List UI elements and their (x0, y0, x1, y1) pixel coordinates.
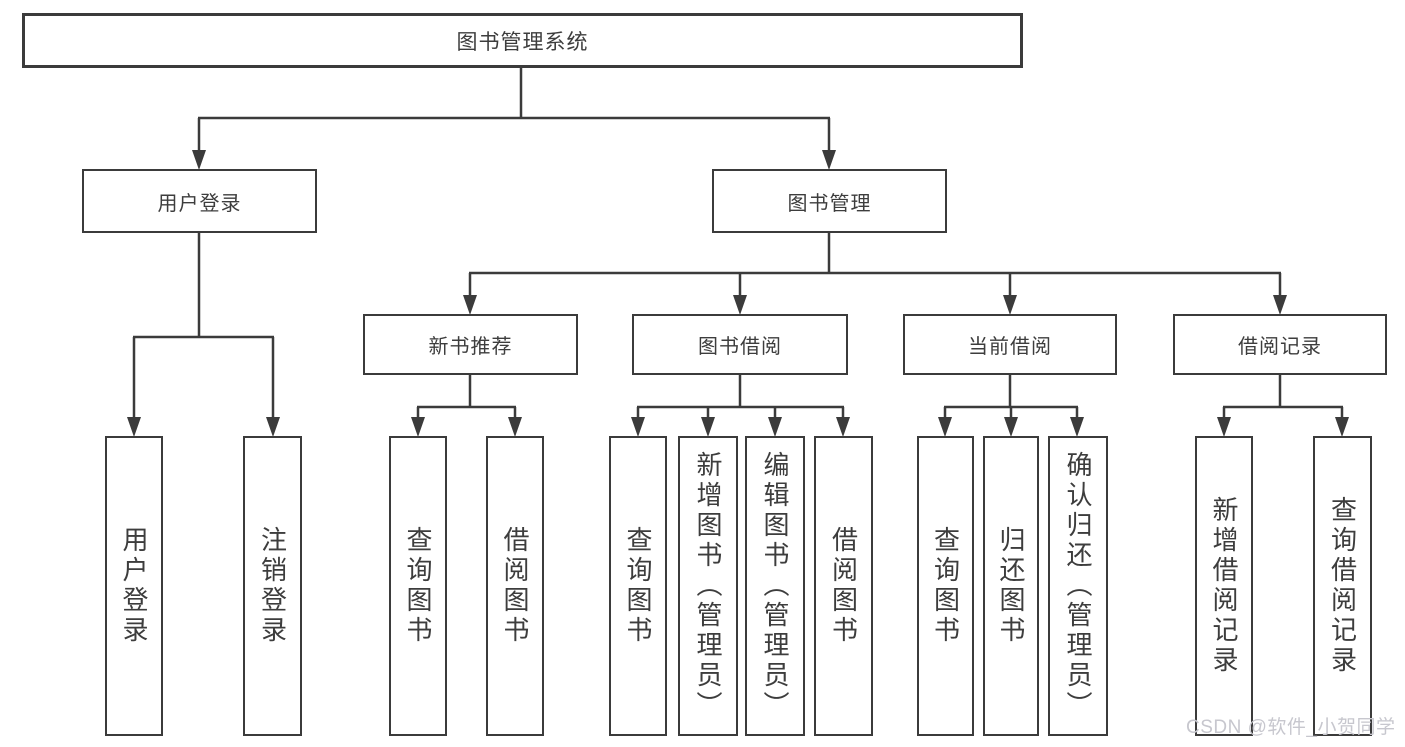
node-leaf-query-books-current: 查询图书 (917, 436, 974, 736)
node-leaf-add-book-admin: 新增图书（管理员） (678, 436, 738, 736)
node-leaf-edit-book-admin: 编辑图书（管理员） (745, 436, 805, 736)
node-leaf-query-borrow-record: 查询借阅记录 (1313, 436, 1372, 736)
node-book-borrowing: 图书借阅 (632, 314, 848, 375)
node-book-management: 图书管理 (712, 169, 947, 233)
node-leaf-add-borrow-record: 新增借阅记录 (1195, 436, 1253, 736)
node-leaf-borrow-books-recommend: 借阅图书 (486, 436, 544, 736)
node-current-borrowing: 当前借阅 (903, 314, 1117, 375)
node-borrowing-records: 借阅记录 (1173, 314, 1387, 375)
node-library-management-system: 图书管理系统 (22, 13, 1023, 68)
node-leaf-borrow-books-borrowing: 借阅图书 (814, 436, 873, 736)
csdn-watermark: CSDN @软件_小贺同学 (1186, 717, 1396, 738)
node-leaf-query-books-recommend: 查询图书 (389, 436, 447, 736)
node-leaf-return-book: 归还图书 (983, 436, 1039, 736)
node-user-login: 用户登录 (82, 169, 317, 233)
node-leaf-confirm-return-admin: 确认归还（管理员） (1048, 436, 1108, 736)
node-leaf-logout: 注销登录 (243, 436, 302, 736)
node-leaf-query-books-borrowing: 查询图书 (609, 436, 667, 736)
node-new-book-recommend: 新书推荐 (363, 314, 578, 375)
node-leaf-user-login: 用户登录 (105, 436, 163, 736)
